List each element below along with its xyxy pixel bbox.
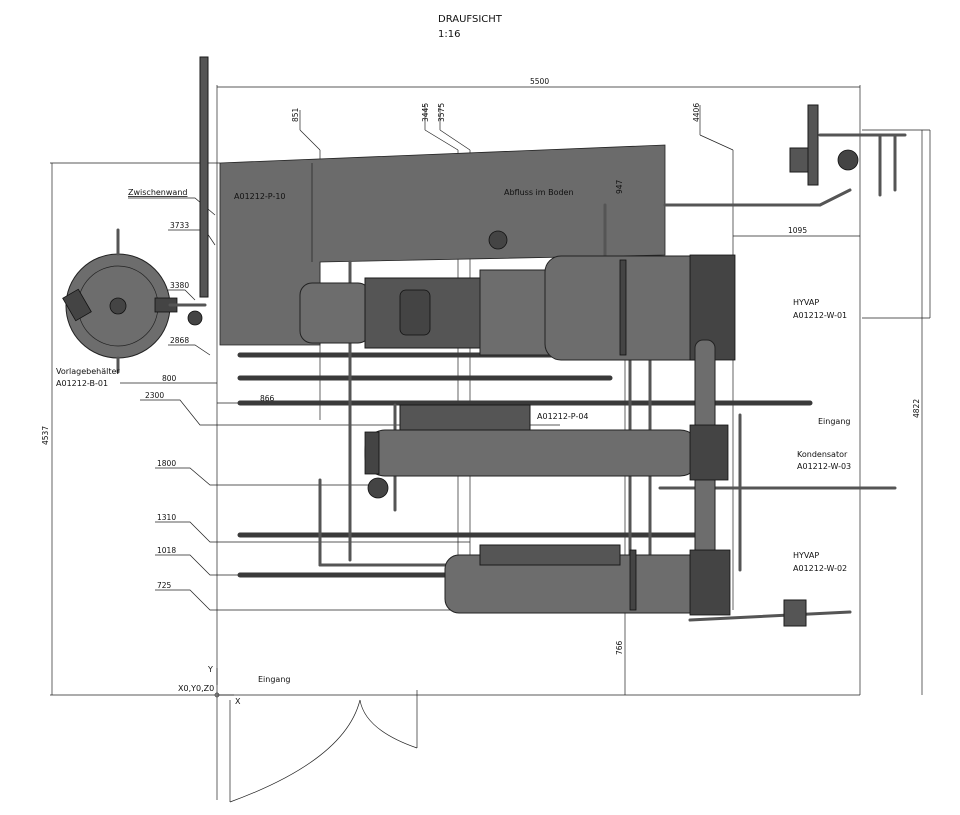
dim-1095: 1095 <box>788 226 807 235</box>
vertical-pipe-top <box>199 56 209 298</box>
door-swing-right <box>359 690 418 749</box>
dim-3575: 3575 <box>437 103 446 122</box>
label-hyvap1-id: A01212-W-01 <box>793 311 847 320</box>
dim-851: 851 <box>291 107 300 122</box>
origin-marker <box>214 668 234 698</box>
pump-p10-cluster <box>789 104 907 197</box>
dim-2300: 2300 <box>145 391 164 400</box>
label-kondensator-id: A01212-W-03 <box>797 462 851 471</box>
label-eingang-bottom: Eingang <box>258 675 290 684</box>
dim-800: 800 <box>162 374 177 383</box>
label-hyvap2-name: HYVAP <box>793 551 819 560</box>
label-axis-x: X <box>235 697 241 706</box>
label-pump-p04: A01212-P-04 <box>537 412 589 421</box>
dim-4537: 4537 <box>41 426 50 445</box>
label-axis-y: Y <box>207 665 213 674</box>
label-hyvap1-name: HYVAP <box>793 298 819 307</box>
label-zwischenwand: Zwischenwand <box>128 188 187 197</box>
dim-1310: 1310 <box>157 513 176 522</box>
dim-3380: 3380 <box>170 281 189 290</box>
label-vorlage-name: Vorlagebehälter <box>56 367 120 376</box>
hyvap-w02-equipment <box>444 544 807 627</box>
dim-4406: 4406 <box>692 103 701 122</box>
dim-766: 766 <box>615 640 624 655</box>
vorlagebehaelter-b01-tank <box>62 228 207 374</box>
drawing-scale: 1:16 <box>438 29 460 40</box>
dim-866: 866 <box>260 394 275 403</box>
label-hyvap2-id: A01212-W-02 <box>793 564 847 573</box>
dim-3733: 3733 <box>170 221 189 230</box>
dim-3445: 3445 <box>421 103 430 122</box>
label-origin: X0,Y0,Z0 <box>178 684 214 693</box>
room-outline <box>50 85 931 800</box>
dim-947: 947 <box>615 179 624 194</box>
label-abfluss: Abfluss im Boden <box>504 188 574 197</box>
label-vorlage-id: A01212-B-01 <box>56 379 108 388</box>
door-swing-left <box>229 699 361 803</box>
zwischenwand-panel <box>219 144 666 346</box>
kondensator-w03-equipment <box>364 404 729 499</box>
dim-2868: 2868 <box>170 336 189 345</box>
drawing-title: DRAUFSICHT <box>438 14 503 25</box>
dim-1018: 1018 <box>157 546 176 555</box>
label-eingang-right: Eingang <box>818 417 850 426</box>
label-pump-p10: A01212-P-10 <box>234 192 286 201</box>
dim-1800: 1800 <box>157 459 176 468</box>
dim-4822: 4822 <box>912 399 921 418</box>
dim-725: 725 <box>157 581 172 590</box>
label-kondensator-name: Kondensator <box>797 450 848 459</box>
dim-5500: 5500 <box>530 77 549 86</box>
hyvap-w01-equipment <box>299 230 736 361</box>
